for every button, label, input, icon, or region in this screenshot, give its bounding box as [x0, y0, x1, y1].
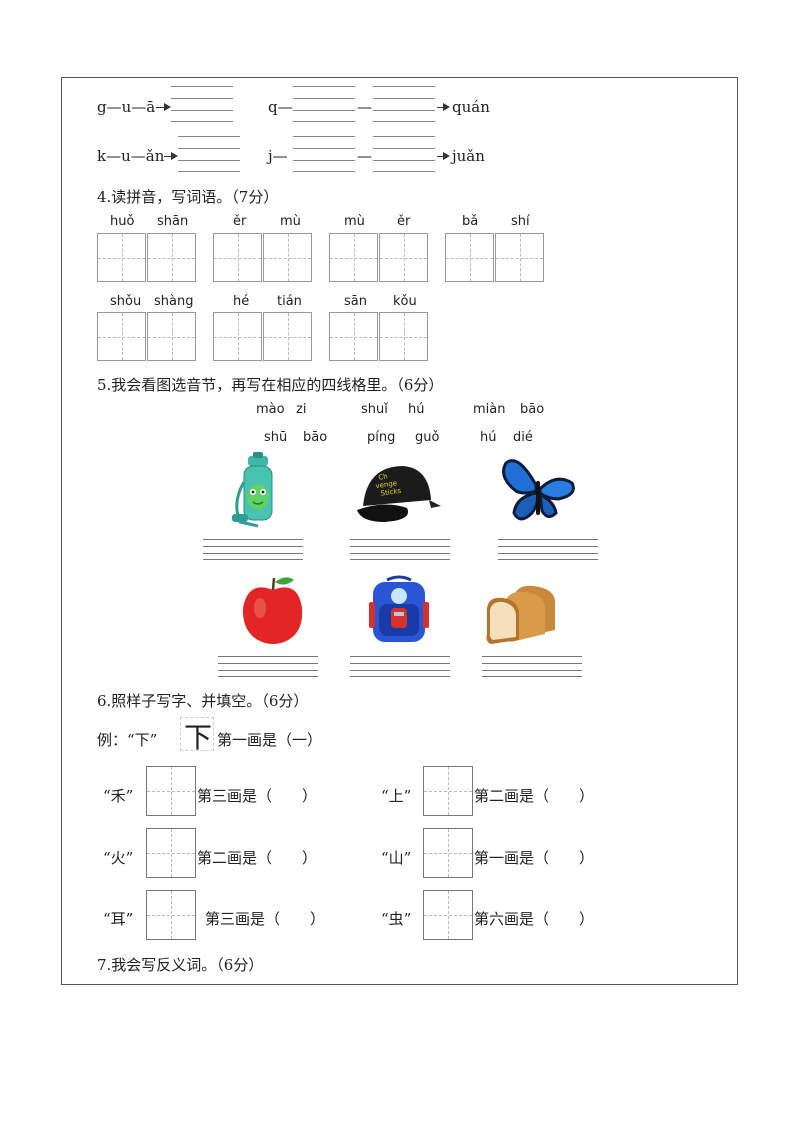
- tianzige-pair[interactable]: [329, 233, 429, 282]
- q6-title: 6.照样子写字、并填空。（6分）: [97, 692, 309, 710]
- q4-pinyin: shǒu: [110, 294, 142, 309]
- q4-pinyin: shí: [511, 214, 530, 229]
- backpack-image: [369, 575, 429, 642]
- spell-1b-dash: —: [357, 98, 372, 116]
- tianzige-pair[interactable]: [97, 233, 197, 282]
- q5-option: bāo: [520, 402, 545, 417]
- q6-question: 第二画是（ ）: [474, 787, 595, 805]
- tianzige-cell[interactable]: [423, 890, 473, 940]
- q4-title: 4.读拼音，写词语。（7分）: [97, 188, 279, 206]
- spell-box[interactable]: [178, 136, 240, 172]
- water-bottle-image: [232, 452, 273, 528]
- q6-char: “虫”: [381, 910, 412, 928]
- arrow-icon: [171, 152, 178, 160]
- tianzige-cell[interactable]: [423, 766, 473, 816]
- four-line-grid[interactable]: [218, 656, 318, 677]
- q6-question: 第六画是（ ）: [474, 910, 595, 928]
- q5-option: píng: [367, 430, 396, 445]
- q5-option: dié: [513, 430, 533, 445]
- spell-1b-result: quán: [452, 98, 490, 116]
- q5-option: hú: [480, 430, 497, 445]
- q5-option: guǒ: [415, 430, 440, 445]
- arrow-icon: [164, 103, 171, 111]
- q5-option: bāo: [303, 430, 328, 445]
- spell-2b-prefix: j—: [268, 147, 288, 165]
- spell-1b-prefix: q—: [268, 98, 293, 116]
- tianzige-pair[interactable]: [445, 233, 545, 282]
- q4-pinyin: shàng: [154, 294, 194, 309]
- q6-example-suffix: 第一画是（一）: [217, 731, 323, 749]
- butterfly-image: [502, 459, 575, 521]
- tianzige-cell[interactable]: [146, 890, 196, 940]
- spell-box[interactable]: [373, 86, 435, 122]
- worksheet-frame: [61, 77, 738, 985]
- example-char-box: 下: [180, 717, 214, 754]
- q6-char: “禾”: [103, 787, 134, 805]
- q4-pinyin: ěr: [233, 214, 247, 229]
- cap-logo-text: ChvengeSticks: [374, 471, 402, 498]
- arrow-icon: [443, 152, 450, 160]
- q5-option: miàn: [473, 402, 506, 417]
- spell-box[interactable]: [293, 86, 355, 122]
- q5-option: shuǐ: [361, 402, 388, 417]
- tianzige-pair[interactable]: [213, 233, 313, 282]
- q4-pinyin: bǎ: [462, 214, 479, 229]
- q4-pinyin: mù: [344, 214, 365, 229]
- q6-char: “耳”: [103, 910, 134, 928]
- tianzige-pair[interactable]: [213, 312, 313, 361]
- q6-question: 第三画是（ ）: [205, 910, 326, 928]
- spell-box[interactable]: [373, 136, 435, 172]
- four-line-grid[interactable]: [498, 539, 598, 560]
- q4-pinyin: mù: [280, 214, 301, 229]
- four-line-grid[interactable]: [482, 656, 582, 677]
- q6-question: 第三画是（ ）: [197, 787, 318, 805]
- q5-option: zi: [296, 402, 307, 417]
- q4-pinyin: hé: [233, 294, 250, 309]
- tianzige-cell[interactable]: [146, 828, 196, 878]
- tianzige-cell[interactable]: [423, 828, 473, 878]
- four-line-grid[interactable]: [350, 656, 450, 677]
- tianzige-pair[interactable]: [97, 312, 197, 361]
- four-line-grid[interactable]: [203, 539, 303, 560]
- q4-pinyin: ěr: [397, 214, 411, 229]
- q6-char: “山”: [381, 849, 412, 867]
- q5-title: 5.我会看图选音节，再写在相应的四线格里。（6分）: [97, 376, 444, 394]
- q4-pinyin: tián: [277, 294, 302, 309]
- spell-2a-text: k—u—ǎn: [97, 147, 165, 165]
- q4-pinyin: huǒ: [110, 214, 135, 229]
- q5-option: hú: [408, 402, 425, 417]
- apple-image: [242, 577, 303, 644]
- q6-example-prefix: 例：“下”: [97, 731, 158, 749]
- spell-box[interactable]: [171, 86, 233, 122]
- arrow-icon: [443, 103, 450, 111]
- q5-option: mào: [256, 402, 285, 417]
- q7-title: 7.我会写反义词。（6分）: [97, 956, 264, 974]
- q4-pinyin: shān: [157, 214, 189, 229]
- q4-pinyin: kǒu: [393, 294, 417, 309]
- q6-char: “火”: [103, 849, 134, 867]
- q4-pinyin: sān: [344, 294, 367, 309]
- spell-1a-text: g—u—ā: [97, 98, 156, 116]
- spell-2b-result: juǎn: [452, 147, 485, 165]
- spell-box[interactable]: [293, 136, 355, 172]
- cap-image: ChvengeSticks: [357, 466, 441, 522]
- tianzige-pair[interactable]: [329, 312, 429, 361]
- q5-option: shū: [264, 430, 288, 445]
- q6-char: “上”: [381, 787, 412, 805]
- tianzige-cell[interactable]: [146, 766, 196, 816]
- example-char: 下: [184, 721, 213, 754]
- four-line-grid[interactable]: [350, 539, 450, 560]
- bread-image: [486, 585, 555, 644]
- q6-question: 第一画是（ ）: [474, 849, 595, 867]
- spell-2b-dash: —: [357, 147, 372, 165]
- q6-question: 第二画是（ ）: [197, 849, 318, 867]
